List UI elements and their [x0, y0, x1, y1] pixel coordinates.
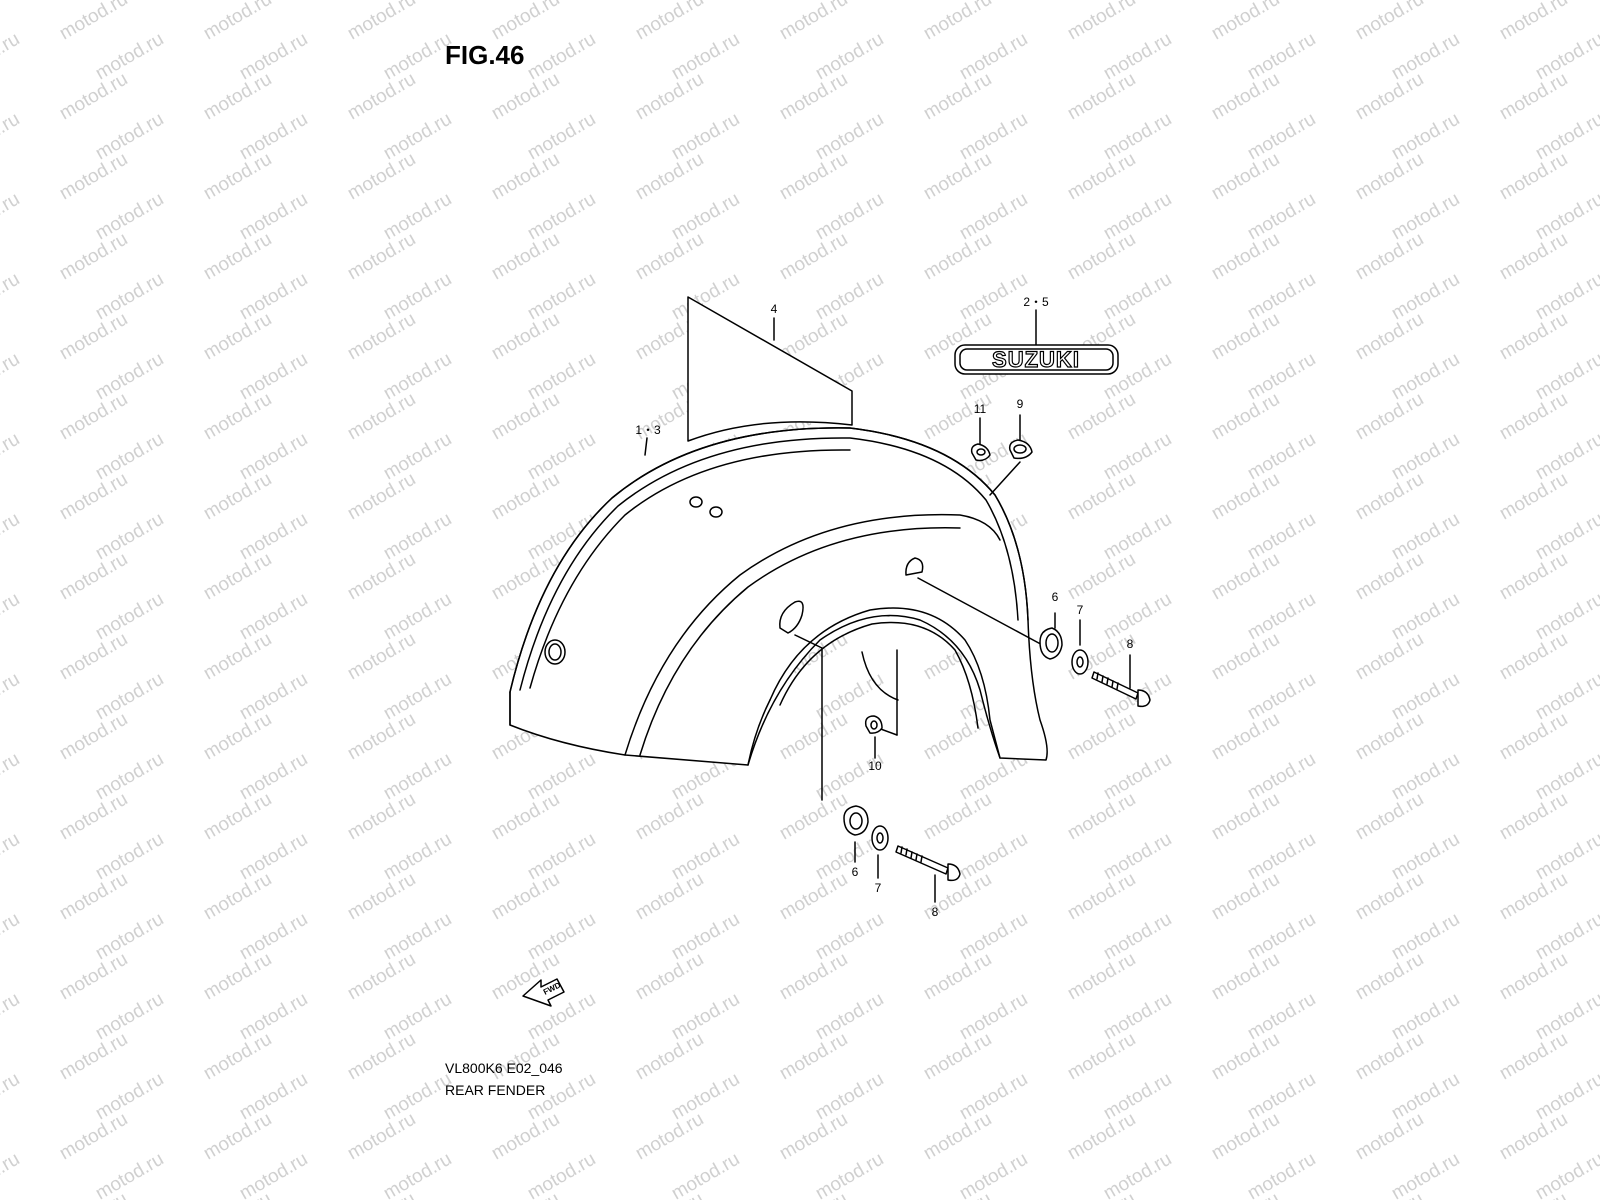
callout-6-upper: 6 — [1052, 590, 1059, 604]
callout-4: 4 — [771, 302, 778, 316]
callout-2-5: 2・5 — [1023, 295, 1049, 309]
bolt-part-8-lower — [895, 845, 961, 882]
cushion-part-6-lower — [843, 805, 869, 836]
mount-slot-upper — [905, 557, 924, 576]
callout-10: 10 — [868, 759, 882, 773]
model-code: VL800K6 E02_046 — [445, 1060, 563, 1076]
callout-11: 11 — [974, 402, 987, 416]
washer-part-7-lower — [871, 825, 889, 851]
grommet-part-11 — [970, 443, 991, 462]
fender-sheet-part-4 — [687, 296, 853, 442]
mount-slot-lower — [779, 600, 804, 634]
callout-1-3: 1・3 — [635, 423, 661, 437]
callout-7-upper: 7 — [1077, 603, 1084, 617]
washer-part-7-upper — [1071, 649, 1089, 675]
cushion-part-6-upper — [1039, 627, 1063, 660]
suzuki-emblem-part-2-5 — [954, 344, 1119, 375]
suzuki-emblem-text: SUZUKI — [992, 347, 1080, 372]
figure-title: FIG.46 — [445, 40, 525, 70]
callout-6-lower: 6 — [852, 865, 859, 879]
nut-part-10 — [864, 715, 883, 734]
callout-8-lower: 8 — [932, 905, 939, 919]
figure-caption: REAR FENDER — [445, 1082, 546, 1098]
fender-hole-right — [709, 506, 723, 518]
callout-8-upper: 8 — [1127, 637, 1134, 651]
fender-hole-left — [689, 496, 703, 508]
cushion-part-9 — [1008, 439, 1033, 460]
rear-fender-body — [509, 427, 1048, 766]
bolt-part-8-upper — [1091, 671, 1151, 708]
callout-9: 9 — [1017, 397, 1024, 411]
fwd-arrow-icon — [522, 978, 565, 1007]
callout-7-lower: 7 — [875, 881, 882, 895]
fender-side-grommet — [544, 639, 566, 665]
